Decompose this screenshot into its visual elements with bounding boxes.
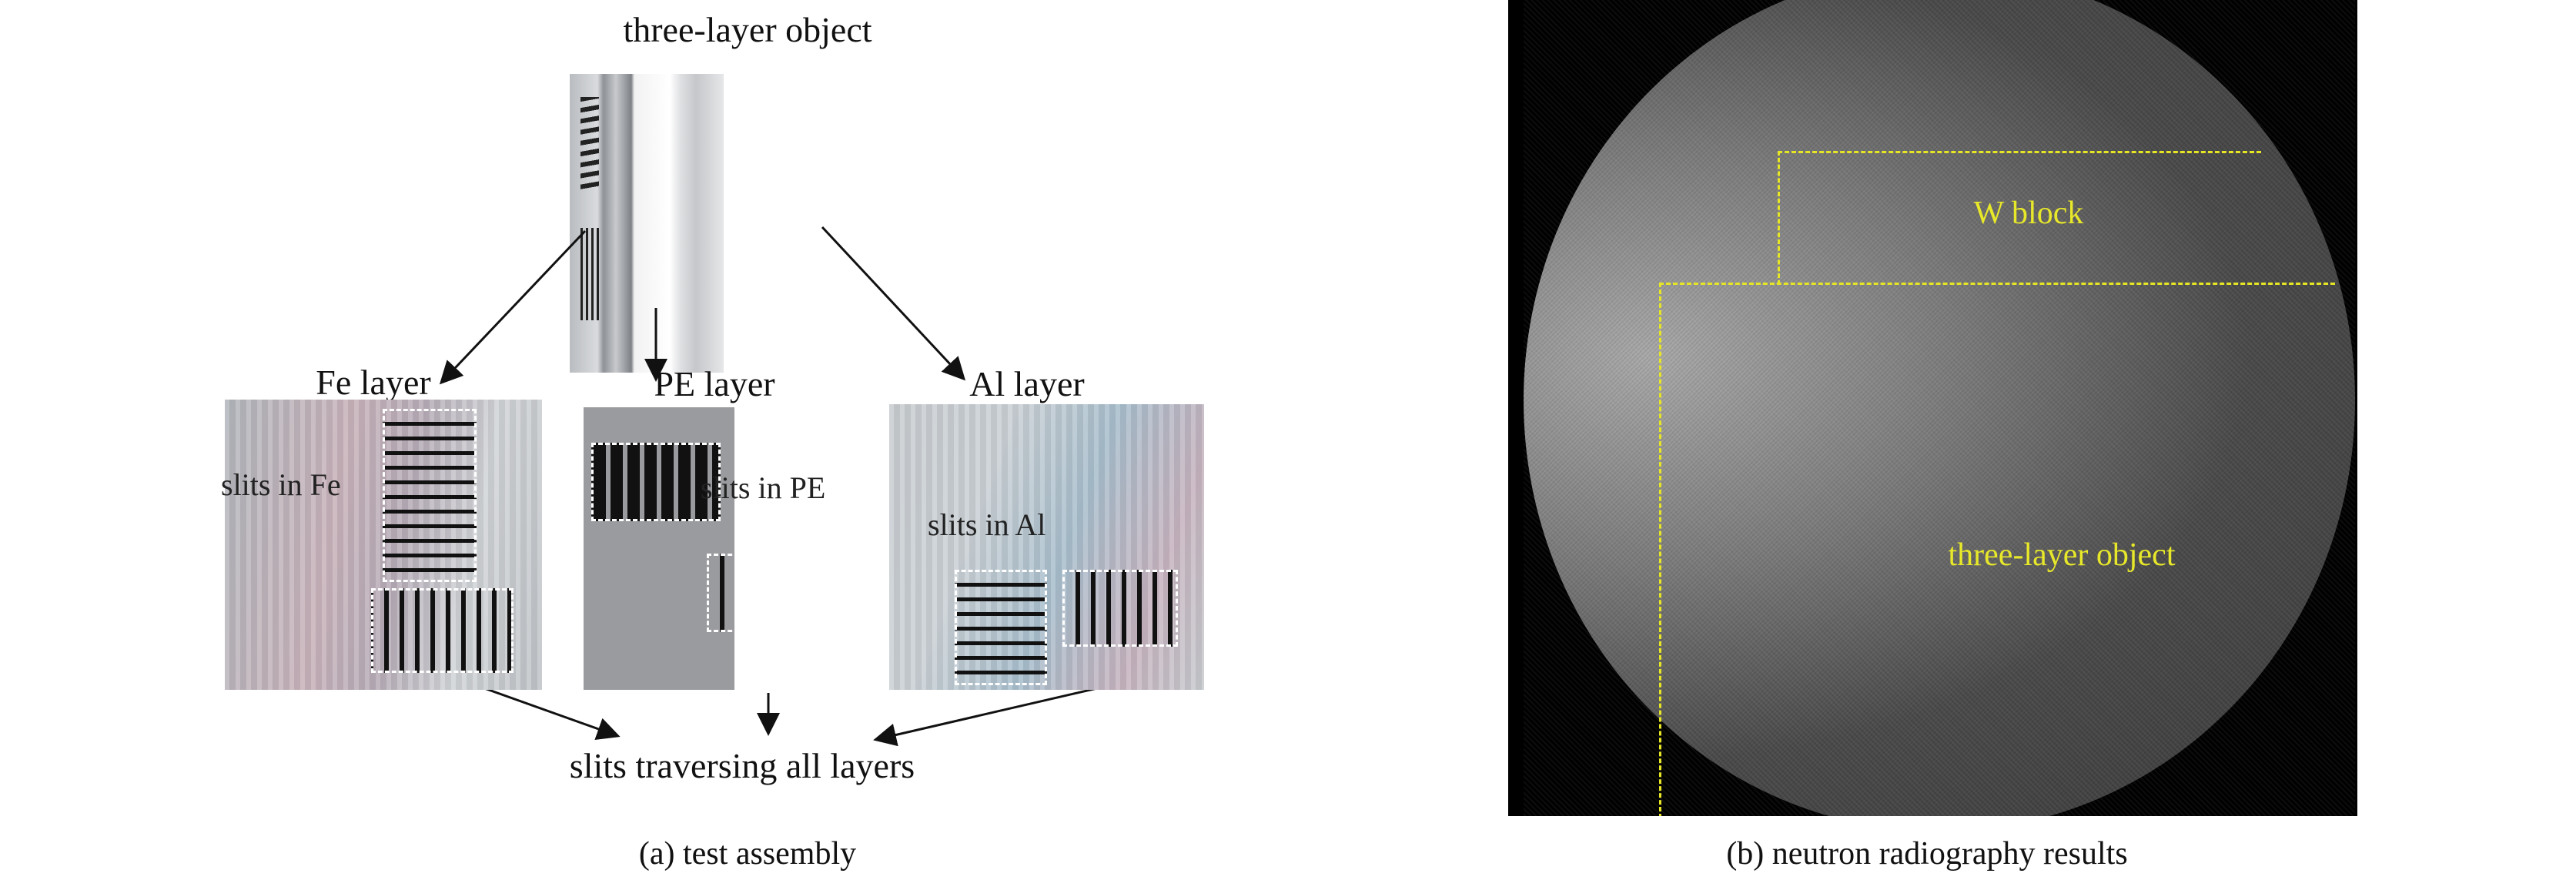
slits-in-fe-label: slits in Fe [221, 467, 341, 502]
slits-traversing-label: slits traversing all layers [569, 746, 915, 785]
arrow-to-fe [439, 229, 587, 385]
three-layer-object-label: three-layer object [623, 10, 872, 49]
arrow-to-al [821, 226, 966, 381]
al-horizontal-slits [955, 570, 1047, 685]
slits-in-al-label: slits in Al [928, 507, 1046, 542]
three-layer-object-photo [570, 74, 724, 373]
al-vertical-slits [1062, 570, 1178, 647]
fe-layer-label: Fe layer [316, 363, 431, 402]
object-outline [1659, 283, 2335, 816]
slits-side-top [580, 97, 599, 189]
pe-slits-bottom [707, 554, 734, 632]
object-label: three-layer object [1948, 537, 2176, 573]
pe-layer-photo [584, 407, 734, 690]
fe-horizontal-slits [383, 409, 477, 582]
al-layer-label: Al layer [969, 364, 1085, 403]
al-layer-photo [889, 404, 1204, 690]
slits-side-bottom [580, 228, 601, 320]
pe-layer-label: PE layer [654, 364, 775, 403]
caption-a: (a) test assembly [638, 836, 857, 872]
fe-layer-photo [225, 400, 542, 690]
arrows [439, 226, 1171, 747]
slits-in-pe-label: slits in PE [701, 470, 826, 505]
pe-slits-top [591, 443, 721, 521]
neutron-radiograph: W block three-layer object [1508, 0, 2357, 816]
w-block-outline [1778, 151, 2261, 285]
fe-vertical-slits [371, 588, 514, 673]
caption-b: (b) neutron radiography results [1726, 836, 2128, 872]
w-block-label: W block [1973, 196, 2084, 231]
